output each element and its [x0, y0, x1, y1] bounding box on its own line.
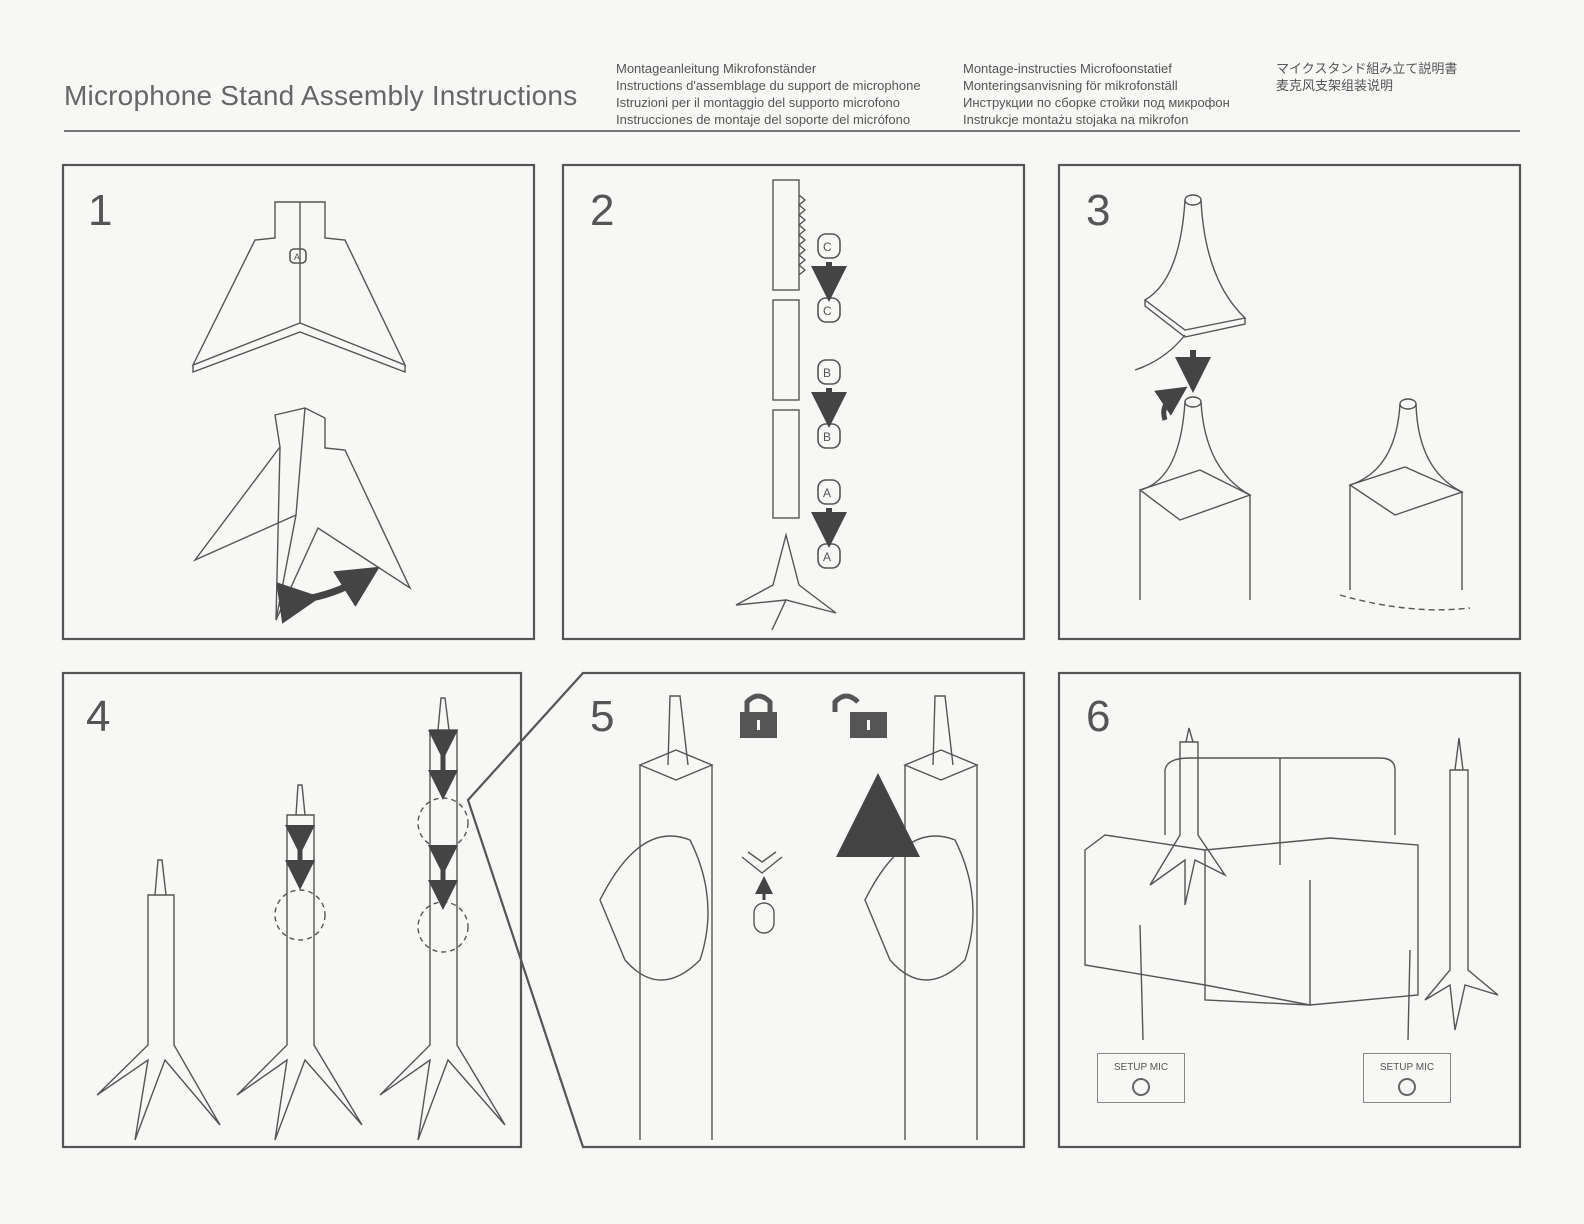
page-title: Microphone Stand Assembly Instructions — [64, 80, 578, 111]
translation-zh: 麦克风支架组装说明 — [1276, 78, 1394, 93]
part-label-a-1: A — [823, 486, 831, 500]
translation-ja: マイクスタンド組み立て説明書 — [1276, 61, 1458, 76]
part-label-a-2: A — [823, 550, 831, 564]
panel-5-drawing — [599, 693, 979, 1140]
translation-de: Montageanleitung Mikrofonständer — [616, 61, 817, 76]
part-label-b-2: B — [823, 430, 831, 444]
translation-nl: Montage-instructies Microfoonstatief — [963, 61, 1172, 76]
panel-3-drawing — [1134, 194, 1471, 611]
part-label-c-1: C — [823, 240, 832, 254]
translation-fr: Instructions d'assemblage du support de … — [616, 78, 921, 93]
part-badges — [289, 233, 847, 569]
part-label-b-1: B — [823, 366, 831, 380]
lock-open-icon — [832, 693, 887, 738]
panel-1-frame — [61, 163, 536, 641]
panel-5-frame — [466, 671, 1026, 1149]
step-number-4: 4 — [86, 692, 111, 741]
panel-6-drawing — [1084, 727, 1499, 1041]
panel-1-drawing — [191, 201, 412, 624]
step-number-2: 2 — [590, 186, 615, 235]
lock-closed-icon — [740, 693, 777, 738]
translations-column-3: マイクスタンド組み立て説明書 麦克风支架组装说明 — [1276, 60, 1457, 94]
translations-column-1: Montageanleitung Mikrofonständer Instruc… — [616, 60, 921, 128]
translation-sv: Monteringsanvisning för mikrofonställ — [963, 78, 1178, 93]
translation-es: Instrucciones de montaje del soporte del… — [616, 112, 911, 127]
mic-jack-icon — [1398, 1078, 1416, 1096]
panel-4-frame — [61, 671, 523, 1149]
translation-ru: Инструкции по сборке стойки под микрофон — [963, 95, 1230, 110]
part-label-a-step1: A — [294, 252, 300, 262]
step-number-6: 6 — [1086, 692, 1111, 741]
translation-pl: Instrukcje montażu stojaka na mikrofon — [963, 112, 1189, 127]
setup-mic-label: SETUP MIC — [1379, 1062, 1435, 1073]
setup-mic-box-left: SETUP MIC — [1097, 1053, 1185, 1103]
setup-mic-box-right: SETUP MIC — [1363, 1053, 1451, 1103]
mic-jack-icon — [1132, 1078, 1150, 1096]
translations-column-2: Montage-instructies Microfoonstatief Mon… — [963, 60, 1230, 128]
panel-4-drawing — [96, 697, 506, 1141]
step-number-5: 5 — [590, 692, 615, 741]
step-number-3: 3 — [1086, 186, 1111, 235]
step-number-1: 1 — [88, 186, 113, 235]
panel-3-frame — [1057, 163, 1522, 641]
part-label-c-2: C — [823, 304, 832, 318]
panel-2-drawing — [735, 179, 837, 631]
panel-6-frame — [1057, 671, 1522, 1149]
panel-2-frame — [561, 163, 1026, 641]
translation-it: Istruzioni per il montaggio del supporto… — [616, 95, 900, 110]
setup-mic-label: SETUP MIC — [1113, 1062, 1169, 1073]
header-divider — [64, 130, 1520, 132]
